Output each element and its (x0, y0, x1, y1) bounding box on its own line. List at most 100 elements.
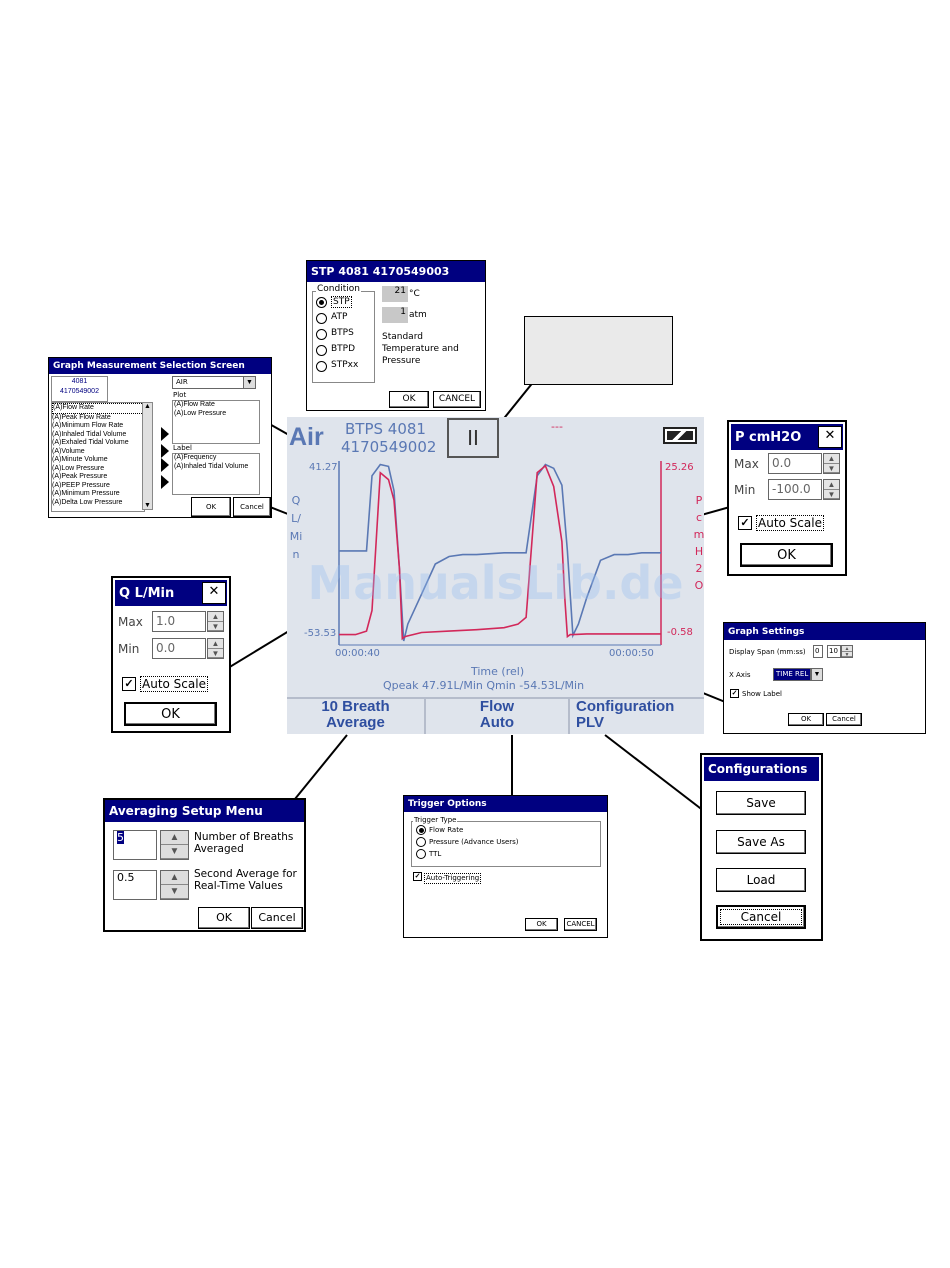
radio-btpd[interactable] (316, 345, 327, 356)
trigger-cancel-button[interactable]: CANCEL (564, 918, 597, 931)
radio-ttl[interactable] (416, 849, 426, 859)
config-load-button[interactable]: Load (716, 868, 806, 892)
p-ok-button[interactable]: OK (740, 543, 833, 567)
auto-triggering-checkbox[interactable]: ✓ (413, 872, 422, 881)
span-spinner[interactable]: ▲▼ (841, 645, 853, 658)
averaging-dialog: Averaging Setup Menu 5 ▲▼ Number of Brea… (103, 798, 306, 932)
condition-label: Condition (316, 284, 361, 294)
configuration-softkey[interactable]: Configuration PLV (570, 699, 704, 734)
second-average-spinner[interactable]: ▲▼ (160, 870, 189, 900)
averaging-ok-button[interactable]: OK (198, 907, 250, 929)
close-icon[interactable]: ✕ (818, 426, 842, 448)
q-scale-dialog: Q L/Min ✕ Max 1.0 ▲▼ Min 0.0 ▲▼ ✓ Auto S… (111, 576, 231, 733)
graph-selection-cancel-button[interactable]: Cancel (233, 497, 271, 517)
radio-flow-rate[interactable] (416, 825, 426, 835)
list-item[interactable]: (A)Low Pressure (174, 409, 227, 417)
radio-pressure-label: Pressure (Advance Users) (429, 838, 519, 846)
config-save-as-button[interactable]: Save As (716, 830, 806, 854)
list-item[interactable]: (A)PEEP Pressure (52, 481, 110, 489)
trigger-type-label: Trigger Type (413, 816, 458, 825)
graph-settings-cancel-button[interactable]: Cancel (826, 713, 862, 726)
softkey-label: Configuration (576, 698, 675, 715)
breaths-spinner[interactable]: ▲▼ (160, 830, 189, 860)
list-item[interactable]: (A)Minute Volume (52, 456, 108, 463)
remove-from-label-arrow-icon[interactable] (161, 475, 169, 489)
list-item[interactable]: (A)Inhaled Tidal Volume (174, 462, 249, 470)
p-max-spinner[interactable]: ▲▼ (823, 453, 840, 474)
auto-triggering-label: Auto-Triggering (424, 873, 482, 884)
graph-selection-ok-button[interactable]: OK (191, 497, 231, 517)
list-scrollbar[interactable]: ▲ ▼ (142, 402, 153, 510)
x-axis-label: X Axis (729, 671, 751, 679)
list-item[interactable]: (A)Volume (52, 447, 85, 455)
add-to-plot-arrow-icon[interactable] (161, 427, 169, 441)
scroll-up-icon[interactable]: ▲ (144, 403, 151, 410)
list-item[interactable]: (A)Peak Pressure (52, 473, 108, 480)
config-cancel-button[interactable]: Cancel (716, 905, 806, 929)
add-to-label-arrow-icon[interactable] (161, 458, 169, 472)
trigger-ok-button[interactable]: OK (525, 918, 558, 931)
gas-select[interactable]: AIR (172, 376, 256, 389)
p-max-label: Max (734, 457, 759, 471)
second-average-field[interactable]: 0.5 (113, 870, 157, 900)
list-item[interactable]: (A)Peak Flow Rate (52, 413, 111, 421)
averaging-cancel-button[interactable]: Cancel (251, 907, 303, 929)
status-dashes: --- (551, 420, 563, 433)
stp-ok-button[interactable]: OK (389, 391, 429, 408)
list-item[interactable]: (A)Minimum Pressure (52, 490, 120, 497)
label-list[interactable]: (A)Frequency (A)Inhaled Tidal Volume (172, 453, 260, 495)
radio-stpxx[interactable] (316, 361, 327, 372)
list-item[interactable]: (A)Delta Low Pressure (52, 498, 123, 506)
y-left-max-tick: 41.27 (309, 462, 338, 473)
q-max-spinner[interactable]: ▲▼ (207, 611, 224, 632)
span-seconds-field[interactable]: 10 (827, 645, 841, 658)
averaging-titlebar: Averaging Setup Menu (105, 800, 304, 822)
flow-trigger-softkey[interactable]: Flow Auto (426, 699, 570, 734)
q-max-field[interactable]: 1.0 (152, 611, 206, 632)
q-min-spinner[interactable]: ▲▼ (207, 638, 224, 659)
span-minutes-field[interactable]: 0 (813, 645, 823, 658)
config-save-button[interactable]: Save (716, 791, 806, 815)
graph-settings-ok-button[interactable]: OK (788, 713, 824, 726)
pressure-field[interactable]: 1 (382, 307, 408, 323)
q-ok-button[interactable]: OK (124, 702, 217, 726)
q-auto-scale-checkbox[interactable]: ✓ (122, 677, 136, 691)
radio-stp[interactable] (316, 297, 327, 308)
close-icon[interactable]: ✕ (202, 582, 226, 604)
chevron-down-icon[interactable]: ▼ (811, 668, 823, 681)
scroll-down-icon[interactable]: ▼ (144, 502, 151, 509)
pause-button[interactable]: II (447, 418, 499, 458)
radio-atp[interactable] (316, 313, 327, 324)
graph-selection-title: Graph Measurement Selection Screen (53, 361, 245, 371)
breath-average-softkey[interactable]: 10 Breath Average (287, 699, 426, 734)
radio-pressure[interactable] (416, 837, 426, 847)
q-min-field[interactable]: 0.0 (152, 638, 206, 659)
radio-btps[interactable] (316, 329, 327, 340)
x-end-tick: 00:00:50 (609, 648, 654, 659)
list-item[interactable]: (A)Minimum Flow Rate (52, 422, 124, 429)
chevron-down-icon[interactable]: ▼ (243, 377, 255, 388)
breaths-averaged-field[interactable]: 5 (113, 830, 157, 860)
q-scale-titlebar: Q L/Min ✕ (115, 580, 227, 606)
p-min-field[interactable]: -100.0 (768, 479, 822, 500)
list-item[interactable]: (A)Low Pressure (52, 464, 105, 472)
list-item[interactable]: (A)Flow Rate (52, 403, 144, 414)
p-min-label: Min (734, 483, 756, 497)
p-max-field[interactable]: 0.0 (768, 453, 822, 474)
remove-from-plot-arrow-icon[interactable] (161, 444, 169, 458)
stp-cancel-button[interactable]: CANCEL (433, 391, 481, 408)
measurement-list[interactable]: (A)Flow Rate (A)Peak Flow Rate (A)Minimu… (51, 402, 145, 512)
list-item[interactable]: (A)Frequency (174, 454, 217, 461)
list-item[interactable]: (A)Exhaled Tidal Volume (52, 439, 129, 446)
mode-line1: BTPS 4081 (345, 420, 426, 438)
configurations-title: Configurations (708, 762, 808, 776)
list-item[interactable]: (A)Flow Rate (174, 401, 215, 408)
p-auto-scale-checkbox[interactable]: ✓ (738, 516, 752, 530)
list-item[interactable]: (A)Inhaled Tidal Volume (52, 430, 127, 438)
p-min-spinner[interactable]: ▲▼ (823, 479, 840, 500)
softkey-divider (287, 697, 704, 699)
temperature-field[interactable]: 21 (382, 286, 408, 302)
plot-list[interactable]: (A)Flow Rate (A)Low Pressure (172, 400, 260, 444)
show-label-checkbox[interactable]: ✓ (730, 689, 739, 698)
x-axis-select[interactable]: TIME REL (773, 668, 811, 681)
